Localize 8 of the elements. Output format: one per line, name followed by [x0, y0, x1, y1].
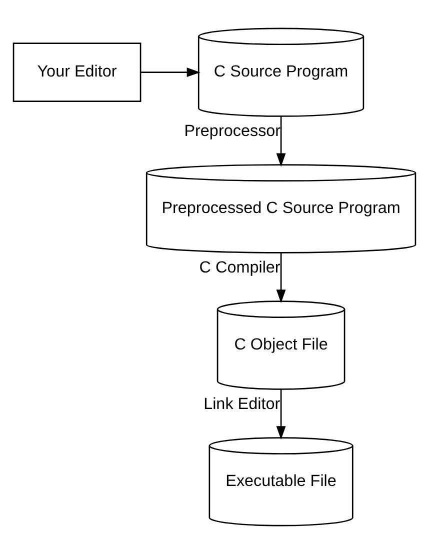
node-box: Your Editor — [12, 42, 142, 102]
edge-label: C Compiler — [199, 258, 280, 276]
arrow — [276, 252, 286, 304]
arrow — [276, 116, 286, 167]
edge-label: Link Editor — [204, 394, 280, 413]
arrow — [140, 68, 200, 78]
arrow — [276, 389, 286, 440]
edge-label: Preprocessor — [184, 122, 281, 140]
